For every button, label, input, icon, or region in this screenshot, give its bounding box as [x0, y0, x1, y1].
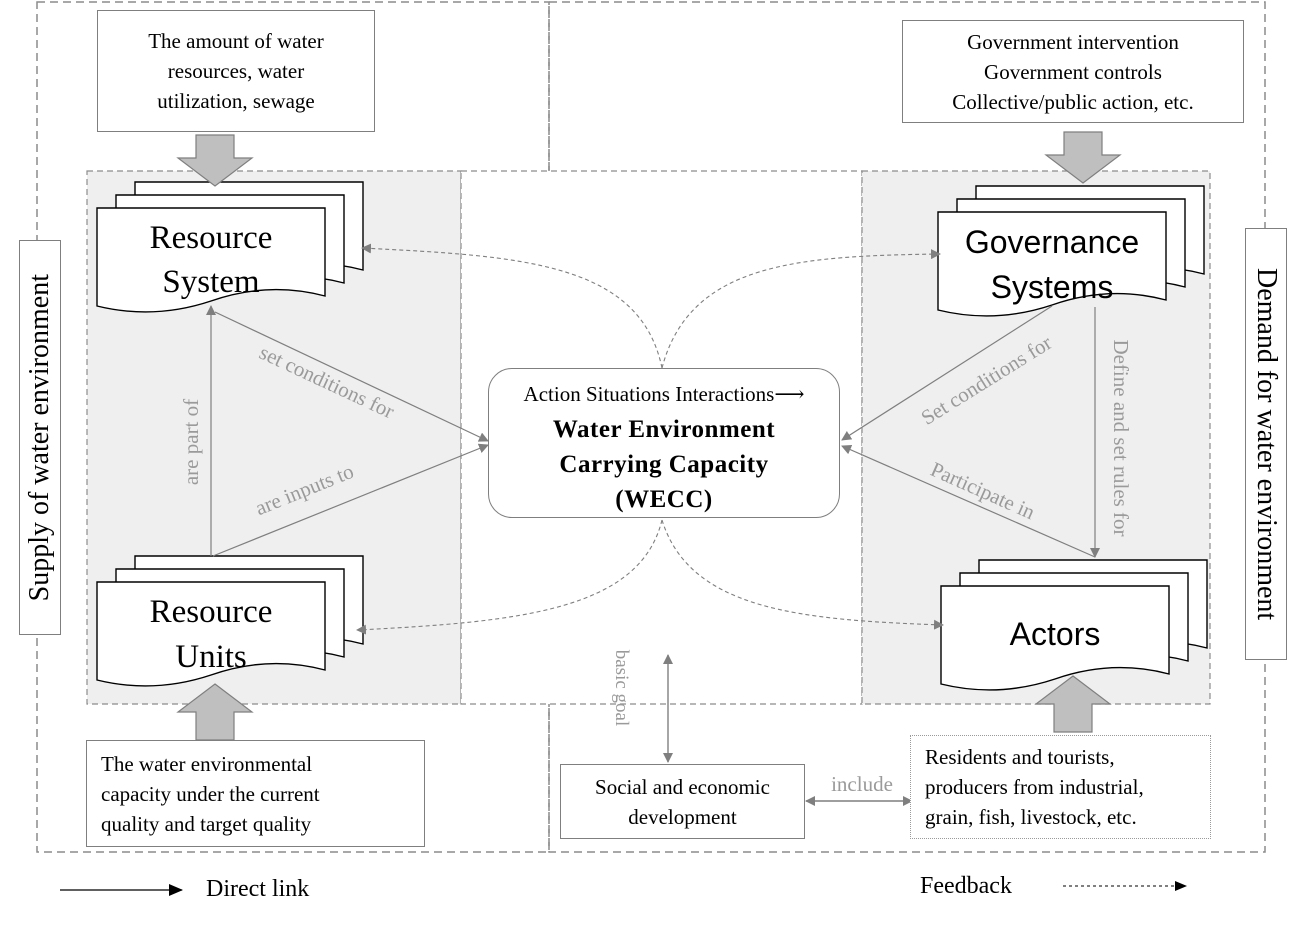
define-rules-label: Define and set rules for	[1109, 339, 1133, 536]
resource-system-node	[96, 181, 364, 313]
feedback-curve-governance	[661, 249, 941, 369]
governance-title-2: Systems	[991, 269, 1114, 305]
set-conditions-arrow-right	[841, 305, 1053, 441]
wecc-center-node: Action Situations Interactions⟶ Water En…	[488, 368, 840, 518]
supply-down-block-arrow	[176, 134, 254, 187]
center-line-2: Water Environment	[552, 416, 776, 443]
capacity-input-box: The water environmental capacity under t…	[86, 740, 425, 847]
resource-units-title-1: Resource	[150, 594, 273, 630]
governance-systems-node	[937, 185, 1205, 317]
include-label: include	[831, 772, 893, 796]
supply-side-label: Supply of water environment	[19, 240, 61, 635]
center-line-3: Carrying Capacity	[559, 451, 769, 478]
resource-units-title-2: Units	[175, 639, 247, 675]
stakeholders-text: Residents and tourists, producers from i…	[925, 745, 1144, 829]
capacity-input-text: The water environmental capacity under t…	[101, 751, 320, 836]
resource-units-node	[96, 555, 364, 687]
actors-up-block-arrow	[1034, 675, 1112, 733]
are-part-of-label: are part of	[179, 399, 203, 485]
demand-side-text: Demand for water environment	[1251, 267, 1282, 621]
actors-node	[940, 559, 1208, 691]
are-inputs-to-arrow	[212, 443, 489, 557]
actors-title: Actors	[1010, 616, 1101, 652]
demand-down-block-arrow	[1044, 131, 1122, 184]
center-line-4: (WECC)	[615, 486, 713, 513]
legend-feedback-label: Feedback	[920, 873, 1012, 899]
supply-side-text: Supply of water environment	[24, 273, 55, 602]
legend-direct-label: Direct link	[206, 876, 310, 902]
demand-input-text: Government intervention Government contr…	[952, 29, 1194, 114]
supply-input-text: The amount of water resources, water uti…	[148, 29, 324, 113]
feedback-curve-actors	[661, 519, 944, 630]
development-box: Social and economic development	[560, 764, 805, 839]
development-text: Social and economic development	[595, 774, 770, 829]
supply-input-box: The amount of water resources, water uti…	[97, 10, 375, 132]
participate-in-arrow	[841, 445, 1096, 558]
basic-goal-label: basic goal	[611, 650, 632, 727]
set-conditions-arrow-left	[214, 311, 489, 442]
feedback-curve-resource-system	[361, 243, 663, 369]
stakeholders-box: Residents and tourists, producers from i…	[910, 735, 1211, 839]
resource-system-title-2: System	[162, 264, 260, 300]
demand-side-label: Demand for water environment	[1245, 228, 1287, 660]
demand-input-box: Government intervention Government contr…	[902, 20, 1244, 123]
center-line-1: Action Situations Interactions⟶	[523, 382, 805, 406]
governance-title-1: Governance	[965, 224, 1139, 260]
resource-system-title-1: Resource	[150, 220, 273, 256]
feedback-curve-resource-units	[356, 519, 663, 635]
